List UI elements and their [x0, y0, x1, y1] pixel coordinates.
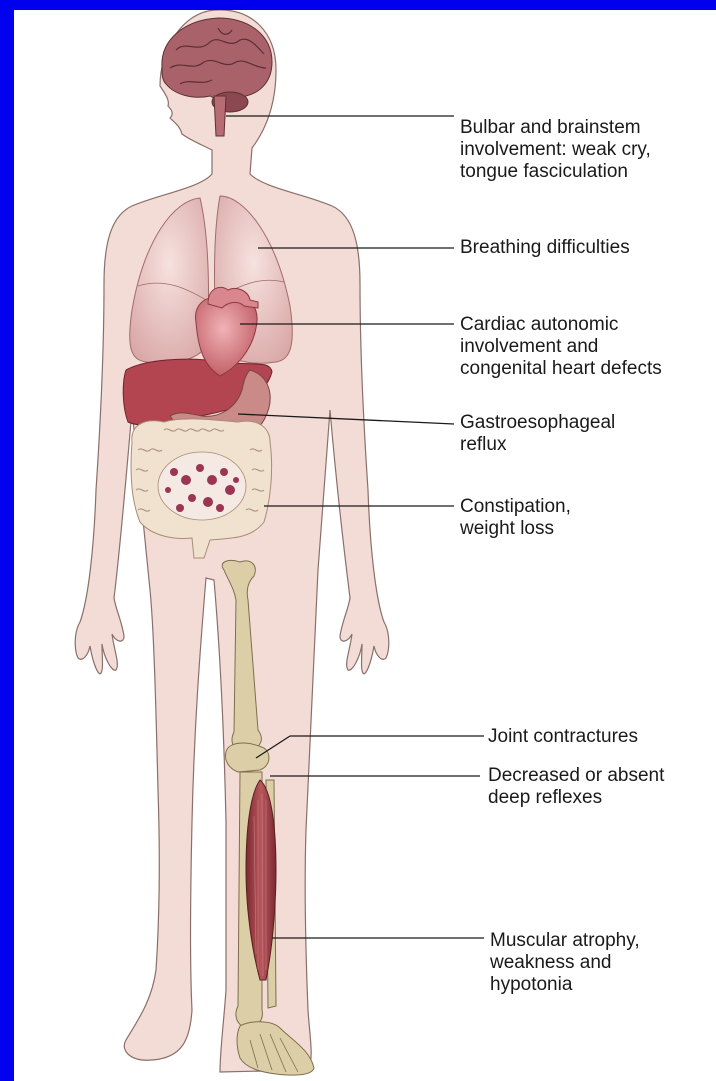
label-joint: Joint contractures — [488, 726, 638, 748]
label-muscular: Muscular atrophy, weakness and hypotonia — [490, 930, 640, 996]
body-silhouette — [75, 10, 389, 1072]
patella — [226, 743, 269, 772]
label-gastro: Gastroesophageal reflux — [460, 412, 615, 456]
label-reflexes: Decreased or absent deep reflexes — [488, 765, 664, 809]
brainstem — [214, 96, 226, 136]
label-bulbar: Bulbar and brainstem involvement: weak c… — [460, 117, 651, 183]
label-cardiac: Cardiac autonomic involvement and congen… — [460, 314, 662, 380]
diagram-canvas: Bulbar and brainstem involvement: weak c… — [14, 10, 716, 1081]
label-breathing: Breathing difficulties — [460, 237, 630, 259]
label-constipation: Constipation, weight loss — [460, 496, 571, 540]
